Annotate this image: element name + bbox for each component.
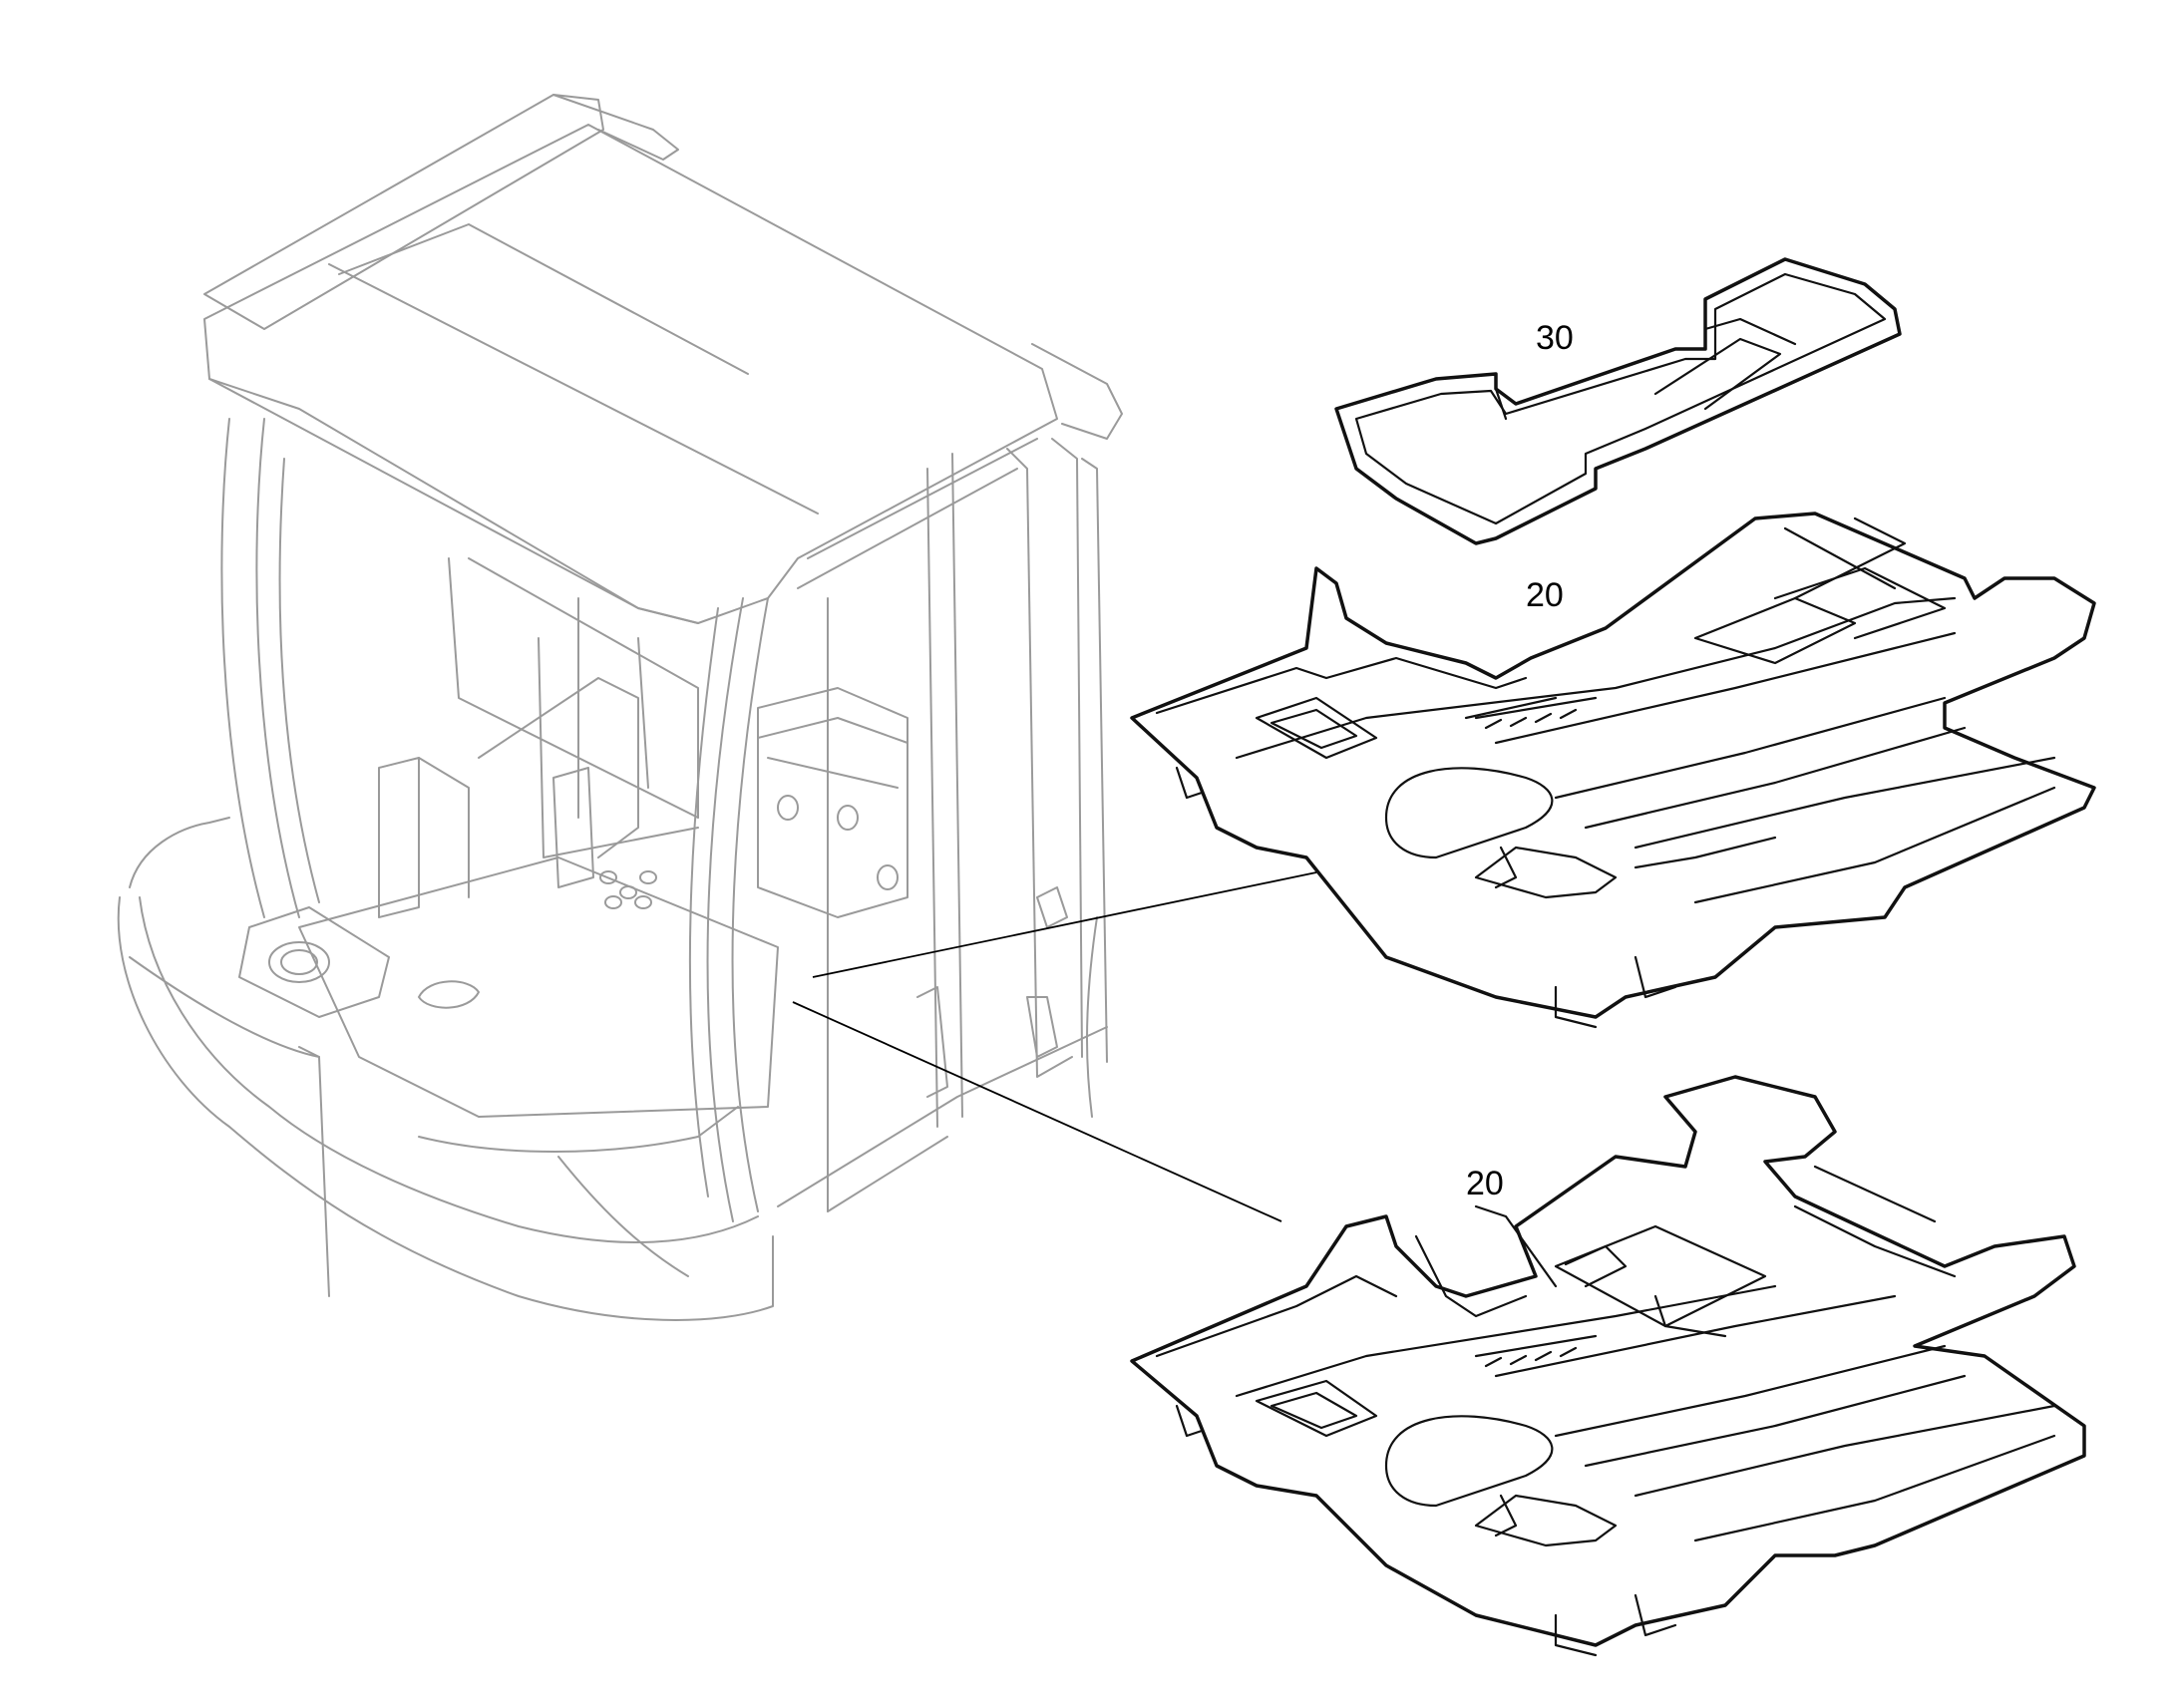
leader-line-lower	[792, 1001, 1282, 1222]
leader-line-upper	[812, 871, 1317, 978]
floor-mat-20-upper-drawing	[1130, 512, 2096, 1029]
mat-part-30-drawing	[1334, 257, 1902, 545]
floor-mat-20-lower-drawing	[1130, 1075, 2086, 1657]
leader-lines	[792, 871, 1317, 1222]
callout-label-20-upper: 20	[1526, 576, 1564, 614]
callout-label-20-lower: 20	[1466, 1165, 1504, 1202]
callout-label-30: 30	[1536, 319, 1574, 357]
operator-cab-drawing	[117, 94, 1123, 1321]
